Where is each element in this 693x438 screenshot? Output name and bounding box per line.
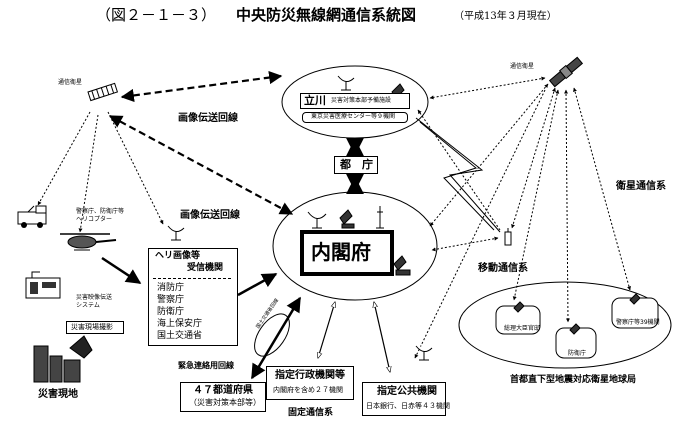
disaster-site-label: 災害現地 bbox=[38, 389, 78, 400]
tachikawa-label: 立川 bbox=[304, 94, 326, 107]
pm-office-label: 総理大臣官邸 bbox=[504, 325, 541, 332]
earth-stations-label: 首都直下型地震対応衛星地球局 bbox=[510, 375, 637, 385]
tachikawa-box: 立川 災害対策本部予備施設 bbox=[300, 93, 410, 109]
video-system-label: 災害映像伝送 システム bbox=[76, 294, 113, 309]
public-inst-label: 指定公共機関 bbox=[377, 386, 437, 397]
disaster-shoot-box: 災害現場撮影 bbox=[66, 321, 124, 334]
naikakufu-public-arrow bbox=[374, 302, 390, 372]
figure-number: （図２－１－３） bbox=[96, 6, 217, 24]
image-line-top-label: 画像伝送回線 bbox=[178, 113, 238, 124]
mobile-comm-label: 移動通信系 bbox=[478, 263, 528, 274]
leftsat-antenna-line bbox=[107, 111, 164, 225]
heli-receiver-item: 海上保安庁 bbox=[157, 319, 203, 329]
heli-receiver-item: 防衛庁 bbox=[157, 307, 185, 317]
sat-tachikawa-line bbox=[120, 71, 283, 102]
tocho-box: 都 庁 bbox=[334, 156, 378, 174]
lightning-link-inner bbox=[419, 121, 495, 231]
naikakufu-dish-left-icon bbox=[307, 211, 327, 229]
heli-receiver-item: 国土交通省 bbox=[157, 331, 203, 341]
rightsat-disaster-line bbox=[414, 89, 546, 359]
as-of-date: （平成13年３月現在） bbox=[454, 11, 557, 22]
gov-agencies-label: 指定行政機関等 bbox=[275, 370, 345, 381]
naikakufu-vsat-icon bbox=[393, 255, 411, 276]
image-line-mid-label: 画像伝送回線 bbox=[180, 210, 240, 221]
defense-label: 防衛庁 bbox=[568, 350, 587, 357]
tachikawa-center-label: 東京災害医療センター等９機関 bbox=[311, 113, 396, 120]
prefectures-box: ４７都道府県 （災害対策本部等） bbox=[180, 382, 266, 412]
rightsat-naikakufu-line bbox=[429, 83, 549, 227]
public-inst-sub-label: 日本銀行、日赤等４３機関 bbox=[366, 402, 450, 410]
mobile-tachikawa-line bbox=[417, 109, 501, 231]
naikakufu-label: 内閣府 bbox=[311, 240, 371, 264]
emergency-line-label: 緊急連絡用回線 bbox=[178, 361, 234, 370]
leftsat-vehicle-line bbox=[37, 111, 91, 206]
receiver-naikakufu-arrow bbox=[237, 272, 278, 297]
npa-label: 警察庁等39機関 bbox=[616, 319, 660, 326]
naikakufu-tower-icon bbox=[376, 206, 384, 229]
vehicle-icon bbox=[17, 205, 47, 228]
naikakufu-prefectures-arrow bbox=[250, 296, 302, 380]
mobile-naikakufu-line bbox=[431, 236, 499, 252]
gov-agencies-box: 指定行政機関等 内閣府を含め２７機関 bbox=[266, 366, 354, 400]
sat-naikakufu-line bbox=[108, 115, 294, 215]
tachikawa-dish-icon bbox=[337, 75, 355, 91]
left-satellite-icon bbox=[87, 82, 119, 102]
helicopter-icon bbox=[60, 233, 117, 251]
page-title: 中央防災無線網通信系統図 bbox=[236, 6, 417, 24]
rightsat-tachikawa-line bbox=[429, 76, 546, 100]
left-satellite-label: 通信衛星 bbox=[58, 79, 83, 86]
disaster-shoot-label: 災害現場撮影 bbox=[71, 323, 113, 331]
naikakufu-dish-mid-icon bbox=[339, 209, 355, 229]
rightsat-station2-line bbox=[564, 89, 570, 323]
right-satellite-icon bbox=[548, 56, 584, 88]
prefectures-sub-label: （災害対策本部等） bbox=[189, 398, 261, 407]
helicopter-label: 警察庁、防衛庁等 ヘリコプター bbox=[76, 208, 125, 223]
right-satellite-label: 通信衛星 bbox=[510, 63, 535, 70]
satellite-comm-label: 衛星通信系 bbox=[616, 181, 666, 192]
tocho-label: 都 庁 bbox=[340, 158, 373, 171]
heli-receiver-title2: 受信機関 bbox=[187, 263, 224, 273]
disaster-dish-icon bbox=[415, 345, 433, 361]
heli-receiver-box: ヘリ画像等 受信機関 消防庁 警察庁 防衛庁 海上保安庁 国土交通省 bbox=[148, 248, 238, 346]
naikakufu-box: 内閣府 bbox=[300, 230, 394, 276]
heli-receiver-item: 消防庁 bbox=[157, 283, 185, 293]
disaster-city-icon bbox=[33, 335, 93, 383]
rightsat-mobile-line bbox=[511, 87, 556, 229]
public-inst-box: 指定公共機関 日本銀行、日赤等４３機関 bbox=[362, 382, 450, 416]
heli-receiver-item: 警察庁 bbox=[157, 295, 185, 305]
gov-agencies-sub-label: 内閣府を含め２７機関 bbox=[273, 386, 343, 394]
mobile-phone-icon bbox=[504, 231, 512, 246]
heli-receiver-arrow bbox=[101, 256, 142, 285]
station-icons bbox=[513, 293, 641, 335]
video-system-icon bbox=[25, 271, 61, 299]
prefectures-label: ４７都道府県 bbox=[193, 385, 253, 396]
rightsat-station3-line bbox=[573, 87, 631, 291]
tachikawa-center-box: 東京災害医療センター等９機関 bbox=[302, 112, 408, 123]
receiver-dish-icon bbox=[167, 225, 185, 241]
heli-receiver-title1: ヘリ画像等 bbox=[155, 251, 201, 261]
lightning-link bbox=[415, 117, 501, 233]
naikakufu-agencies-arrow bbox=[318, 302, 335, 358]
tachikawa-sub-label: 災害対策本部予備施設 bbox=[331, 97, 392, 104]
fixed-comm-label: 固定通信系 bbox=[288, 408, 334, 418]
